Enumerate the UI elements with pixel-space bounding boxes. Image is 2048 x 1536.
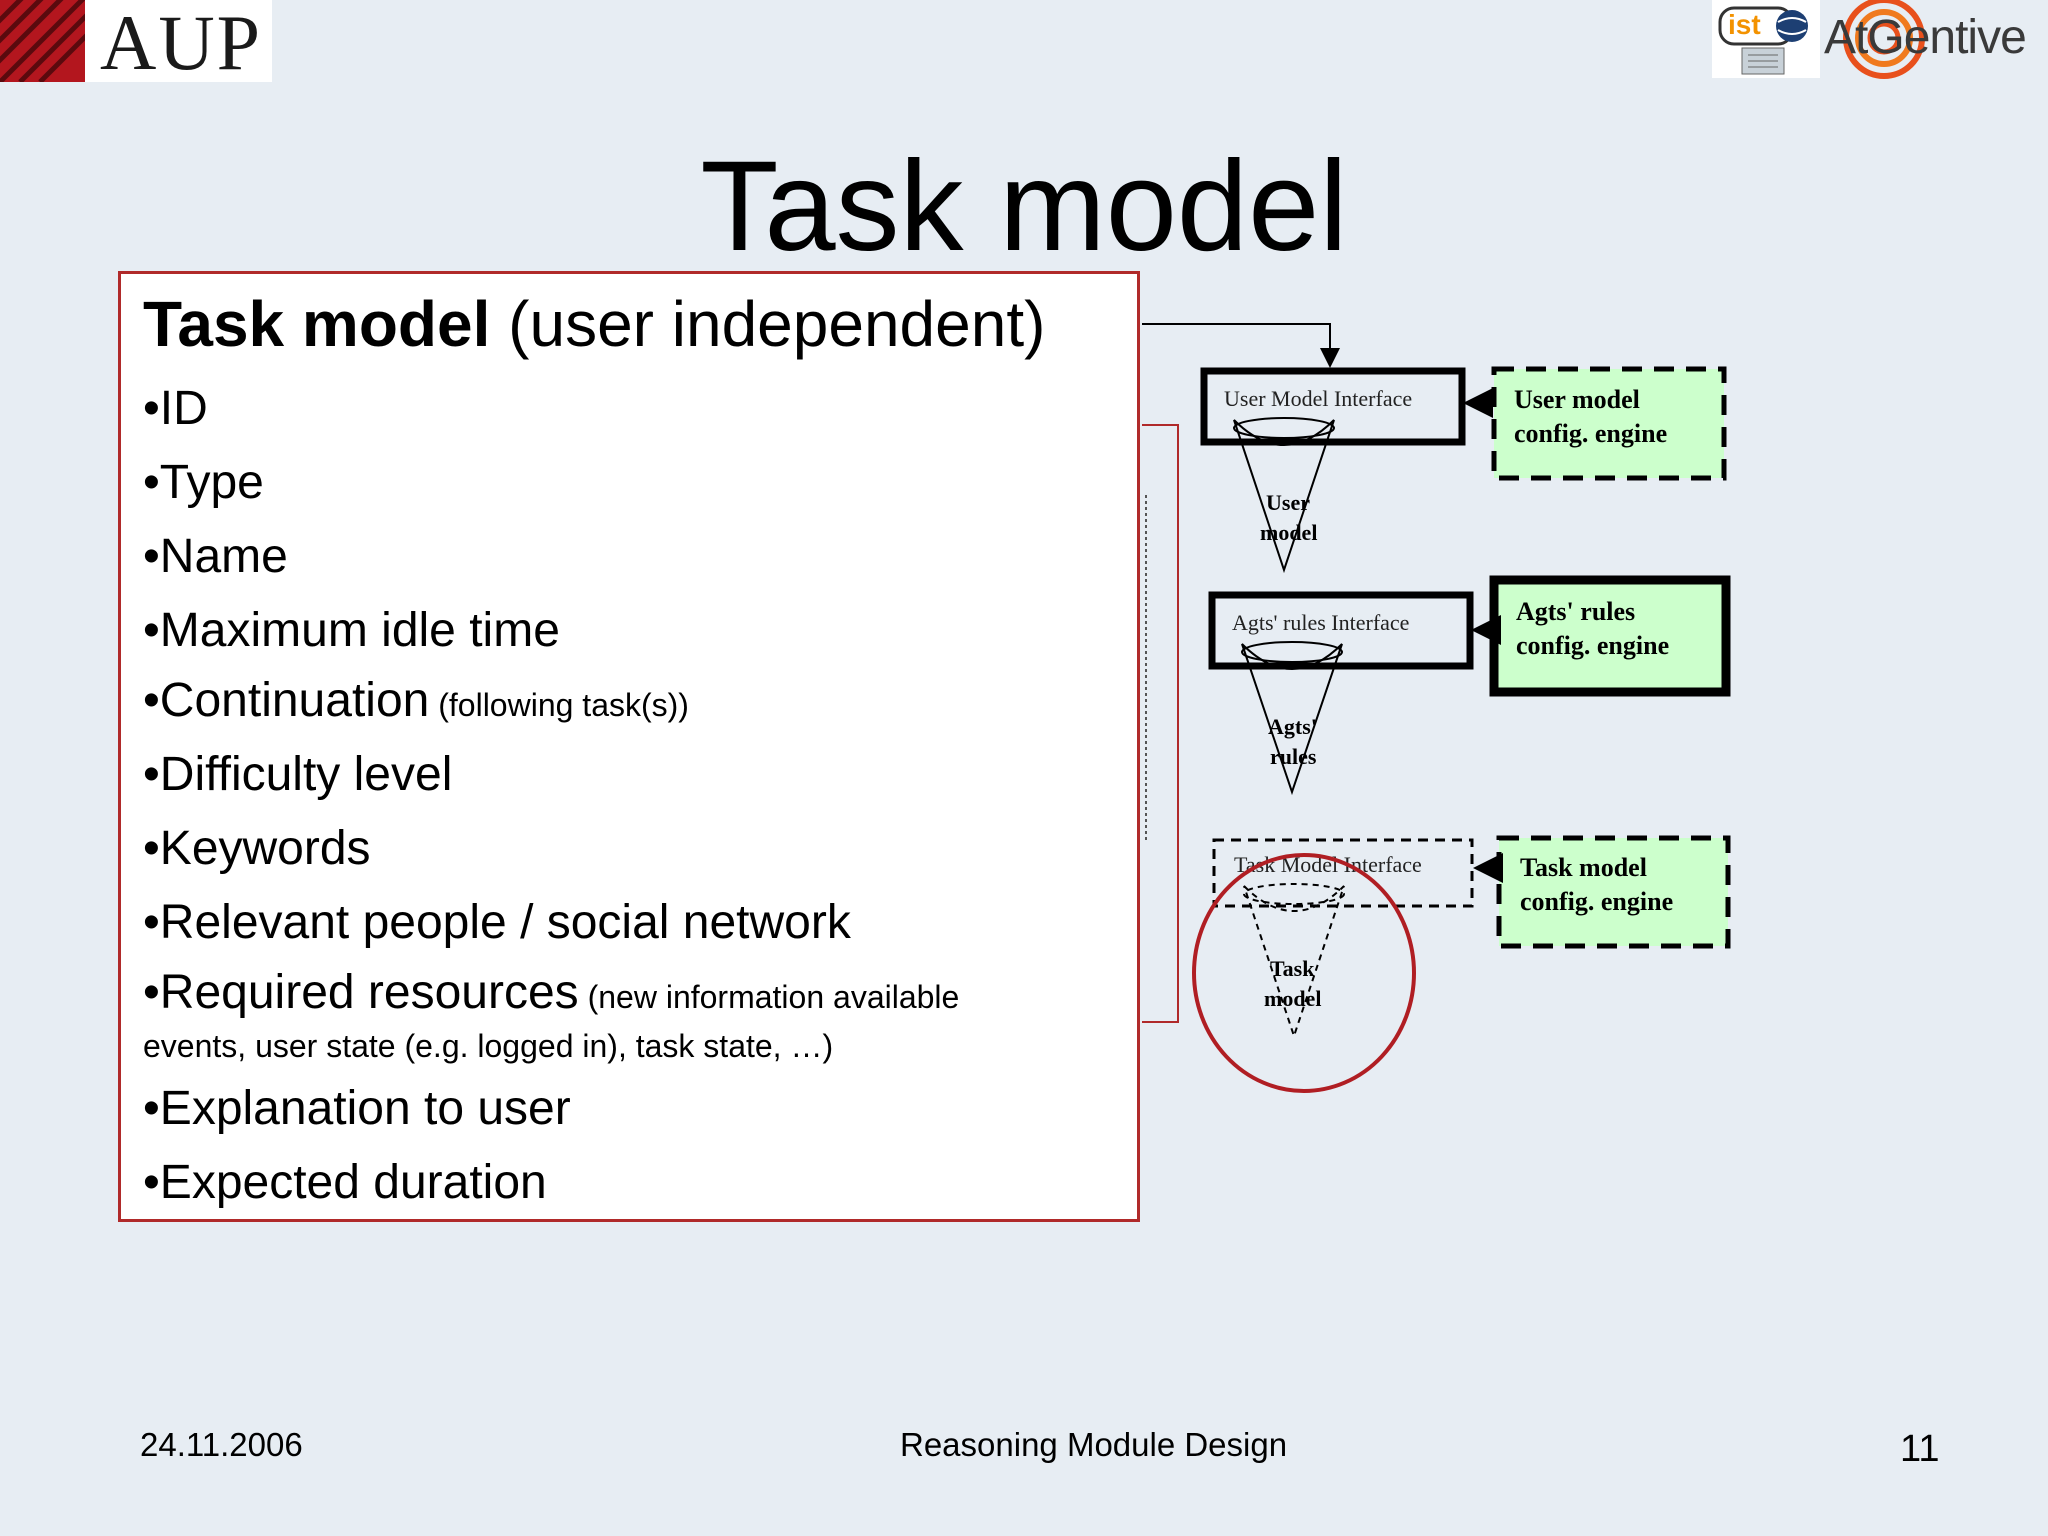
bullet-continuation: •Continuation (following task(s)): [143, 672, 689, 734]
box-heading-bold: Task model: [143, 288, 491, 360]
task-label-2: model: [1264, 986, 1321, 1011]
agts-engine-box: [1489, 575, 1731, 697]
page-number: 11: [1900, 1428, 1940, 1470]
task-cone-top: [1243, 883, 1345, 905]
task-interface-label: Task Model Interface: [1234, 852, 1422, 877]
footer-title: Reasoning Module Design: [900, 1426, 1288, 1463]
user-model-cone-top: [1233, 417, 1335, 439]
agts-label-1: Agts': [1268, 714, 1317, 739]
bullet-text: •Expected duration: [143, 1156, 547, 1209]
bullet-text: •Keywords: [143, 822, 371, 875]
bullet-text: •Continuation: [143, 674, 430, 727]
bullet-keywords: •Keywords: [143, 820, 371, 878]
atgentive-logo-text: AtGentive: [1824, 11, 2027, 64]
user-model-label-1: User: [1266, 490, 1310, 515]
task-interface-box: [1212, 838, 1474, 908]
task-engine-label-1: Task model: [1520, 853, 1647, 882]
task-engine-box: [1496, 835, 1731, 949]
ist-globe-icon: ist: [1718, 6, 1808, 75]
bullet-relevant-people: •Relevant people / social network: [143, 894, 851, 952]
atgentive-target-icon: [1843, 0, 1925, 79]
bullet-text: •Difficulty level: [143, 748, 453, 801]
bullet-text: •Explanation to user: [143, 1082, 571, 1135]
footer-date: 24.11.2006: [140, 1426, 303, 1463]
bullet-text: •Name: [143, 530, 288, 583]
box-heading-rest: (user independent): [490, 288, 1046, 360]
bullet-text: •Required resources: [143, 966, 579, 1019]
slide-title: Task model: [700, 135, 1348, 278]
bullet-text: •Type: [143, 456, 264, 509]
task-label-1: Task: [1270, 956, 1315, 981]
bullet-expected-duration: •Expected duration: [143, 1154, 547, 1212]
bullet-text: •Maximum idle time: [143, 604, 560, 657]
ist-logo: ist: [1712, 0, 1820, 78]
user-model-cone: [1233, 419, 1335, 574]
bullet-text: •Relevant people / social network: [143, 896, 851, 949]
agts-engine-label-2: config. engine: [1516, 631, 1669, 660]
user-model-engine-label-2: config. engine: [1514, 419, 1667, 448]
bullet-text: •ID: [143, 382, 208, 435]
aup-logo-text: AUP: [100, 0, 263, 86]
highlight-circle: [1192, 853, 1416, 1093]
bullet-name: •Name: [143, 528, 288, 586]
ist-logo-text: ist: [1728, 9, 1761, 40]
user-model-interface-box: [1200, 367, 1466, 446]
bullet-note-continued: events, user state (e.g. logged in), tas…: [143, 1028, 834, 1064]
agts-cone-top: [1241, 641, 1343, 663]
bullet-note: (following task(s)): [429, 687, 689, 723]
aup-logo: AUP: [0, 0, 272, 86]
bullet-max-idle-time: •Maximum idle time: [143, 602, 560, 660]
atgentive-logo: AtGentive: [1824, 0, 2028, 84]
agts-interface-label: Agts' rules Interface: [1232, 610, 1409, 635]
agts-interface-box: [1208, 591, 1474, 670]
bullet-required-resources: •Required resources (new information ava…: [143, 964, 959, 1066]
bullet-note: (new information available: [578, 979, 960, 1015]
connector-to-user-model: [1142, 323, 1340, 368]
bullet-difficulty-level: •Difficulty level: [143, 746, 452, 804]
agts-label-2: rules: [1270, 744, 1317, 769]
box-heading: Task model (user independent): [143, 284, 1045, 364]
connector-side: [1142, 424, 1179, 1023]
agts-cone: [1241, 643, 1343, 796]
task-engine-label-2: config. engine: [1520, 887, 1673, 916]
bullet-type: •Type: [143, 454, 264, 512]
task-cone: [1243, 885, 1345, 1040]
user-model-engine-label-1: User model: [1514, 385, 1640, 414]
bullet-explanation: •Explanation to user: [143, 1080, 571, 1138]
aup-stripes-icon: [0, 0, 85, 82]
user-model-engine-box: [1491, 366, 1727, 481]
bullet-id: •ID: [143, 380, 208, 438]
user-model-label-2: model: [1260, 520, 1317, 545]
task-model-box: Task model (user independent) •ID •Type …: [118, 271, 1140, 1222]
agts-engine-label-1: Agts' rules: [1516, 597, 1635, 626]
user-model-interface-label: User Model Interface: [1224, 386, 1412, 411]
